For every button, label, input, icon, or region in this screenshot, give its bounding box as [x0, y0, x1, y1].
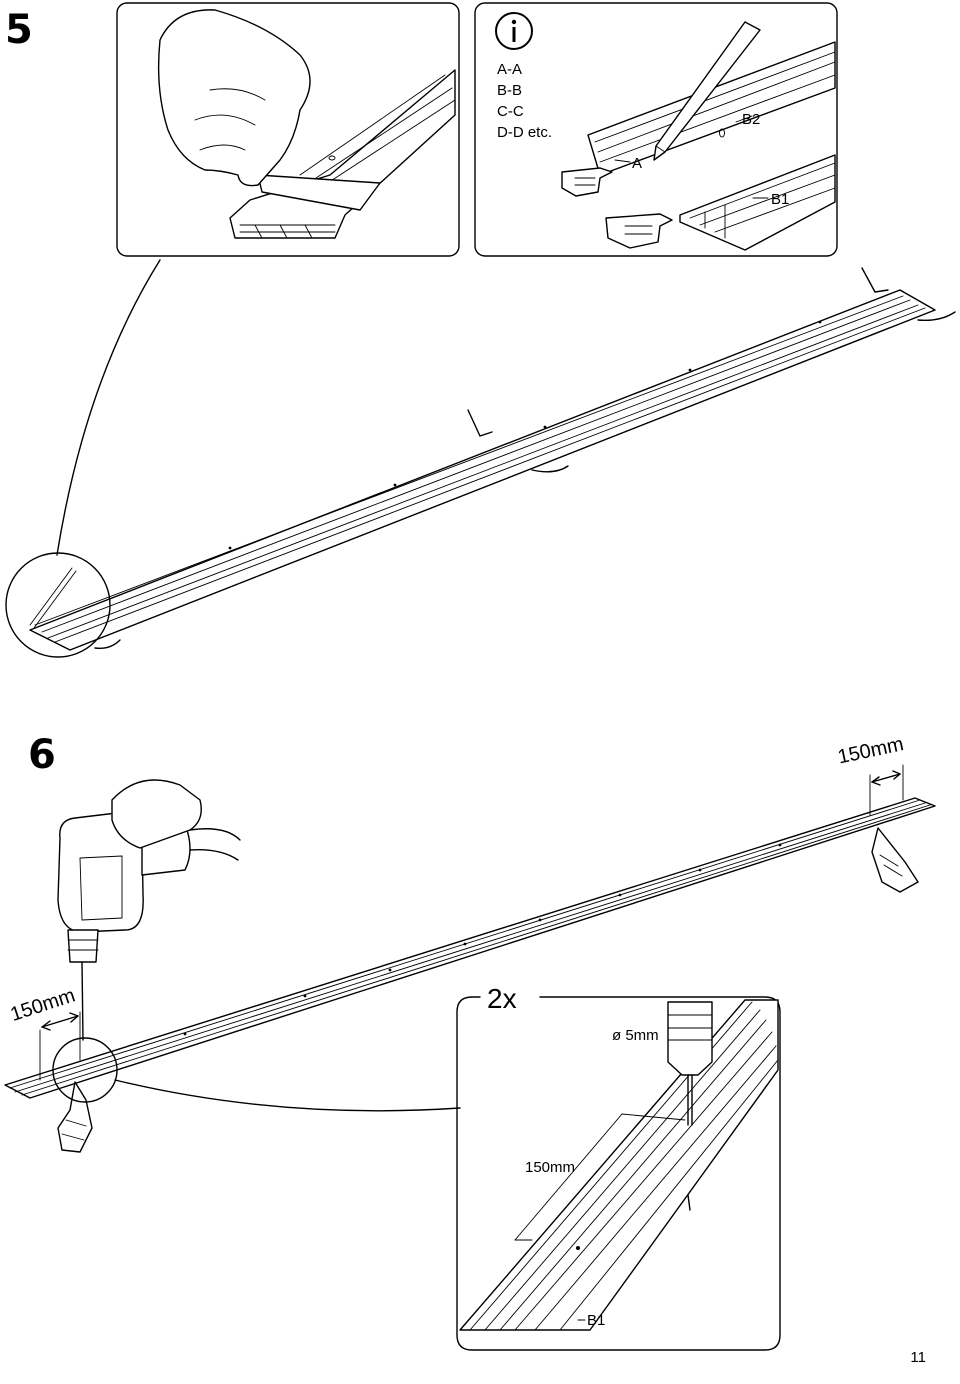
- part-label: B1: [587, 1312, 606, 1329]
- info-line-4: D-D etc.: [497, 124, 553, 141]
- pointing-hand-icon: [605, 213, 673, 249]
- pointing-hand-icon: [57, 1081, 93, 1153]
- long-profile-step5: [29, 267, 956, 651]
- profile-segment-b2: [587, 41, 836, 176]
- pointing-hand-icon: [561, 167, 613, 197]
- profile-segment-b1: [679, 154, 836, 251]
- page-number: 11: [910, 1349, 926, 1366]
- zoom-callout: [5, 259, 161, 658]
- label-a: A: [632, 155, 643, 172]
- drill: [57, 779, 241, 1041]
- quantity-label: 2x: [487, 983, 517, 1014]
- info-line-2: B-B: [497, 82, 523, 99]
- info-line-1: A-A: [497, 61, 523, 78]
- dimension-right: [869, 764, 904, 816]
- knife: [257, 174, 381, 211]
- info-icon: [495, 12, 533, 50]
- drill-detail-panel: [456, 996, 781, 1351]
- step-5-number: 5: [5, 7, 33, 53]
- detail-callout: [52, 1037, 461, 1112]
- label-b1: B1: [771, 191, 790, 208]
- dimension-left: [39, 1011, 81, 1081]
- info-line-3: C-C: [497, 103, 524, 120]
- cut-panel: [116, 2, 460, 257]
- long-profile-step6: [4, 797, 936, 1099]
- info-panel: [474, 2, 838, 257]
- label-b2: B2: [742, 111, 761, 128]
- detail-dimension-label: 150mm: [525, 1159, 576, 1176]
- pencil: [653, 21, 761, 161]
- step-6-number: 6: [28, 732, 56, 778]
- drill-size-label: ø 5mm: [612, 1027, 659, 1044]
- pointing-hand-icon: [871, 827, 919, 893]
- hand: [157, 9, 311, 187]
